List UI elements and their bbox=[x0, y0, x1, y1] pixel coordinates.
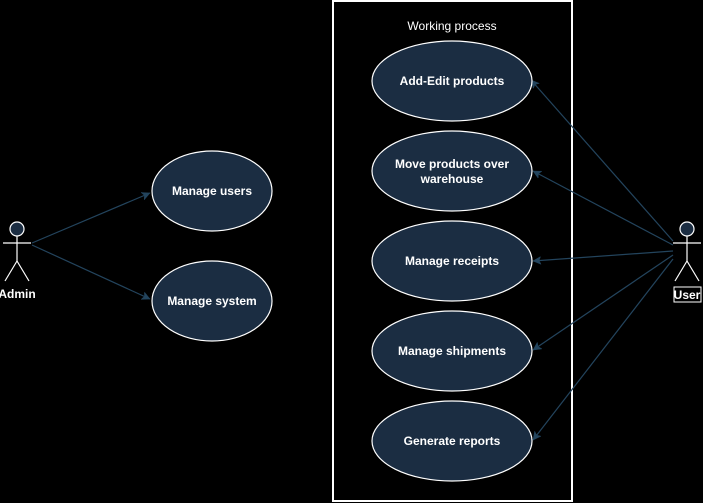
actor-user-label: User bbox=[674, 288, 701, 302]
association-lines bbox=[31, 80, 674, 440]
use-case-manage-shipments-label: Manage shipments bbox=[398, 344, 506, 358]
use-case-manage-shipments[interactable]: Manage shipments bbox=[371, 310, 533, 392]
association-admin-manage-users bbox=[31, 193, 150, 244]
association-user-move-products bbox=[533, 170, 674, 246]
use-case-move-products-label-line2: warehouse bbox=[420, 172, 484, 186]
use-case-manage-shipments-ellipse[interactable] bbox=[371, 310, 533, 392]
use-case-add-edit-products-label: Add-Edit products bbox=[400, 74, 505, 88]
use-case-generate-reports-label: Generate reports bbox=[404, 434, 501, 448]
use-case-manage-users-ellipse[interactable] bbox=[151, 150, 273, 232]
association-user-generate-reports bbox=[532, 258, 674, 440]
use-case-manage-system-ellipse[interactable] bbox=[151, 260, 273, 342]
association-user-add-edit-products bbox=[530, 80, 674, 242]
use-case-manage-receipts[interactable]: Manage receipts bbox=[371, 220, 533, 302]
use-case-add-edit-products[interactable]: Add-Edit products bbox=[371, 40, 533, 122]
actor-user-label-box bbox=[673, 286, 702, 303]
use-case-move-products-label-line1: Move products over bbox=[395, 157, 509, 171]
use-case-add-edit-products-ellipse[interactable] bbox=[371, 40, 533, 122]
association-admin-manage-system bbox=[31, 244, 150, 299]
use-case-manage-system-label: Manage system bbox=[167, 294, 256, 308]
stick-figure-icon bbox=[673, 221, 701, 282]
association-user-manage-receipts bbox=[533, 250, 674, 261]
use-case-manage-system[interactable]: Manage system bbox=[151, 260, 273, 342]
use-case-generate-reports-ellipse[interactable] bbox=[371, 400, 533, 482]
stick-figure-icon bbox=[3, 221, 31, 282]
actor-user[interactable]: User bbox=[673, 221, 702, 303]
actor-admin-label: Admin bbox=[0, 287, 36, 301]
use-case-manage-receipts-ellipse[interactable] bbox=[371, 220, 533, 302]
use-case-manage-users-label: Manage users bbox=[172, 184, 252, 198]
use-case-manage-users[interactable]: Manage users bbox=[151, 150, 273, 232]
system-boundary-title: Working process bbox=[407, 19, 496, 33]
association-user-manage-shipments bbox=[533, 254, 674, 351]
actor-admin[interactable]: Admin bbox=[0, 221, 36, 301]
use-case-generate-reports[interactable]: Generate reports bbox=[371, 400, 533, 482]
use-case-move-products[interactable]: Move products over warehouse bbox=[371, 130, 533, 212]
use-case-move-products-ellipse[interactable] bbox=[371, 130, 533, 212]
use-case-manage-receipts-label: Manage receipts bbox=[405, 254, 499, 268]
